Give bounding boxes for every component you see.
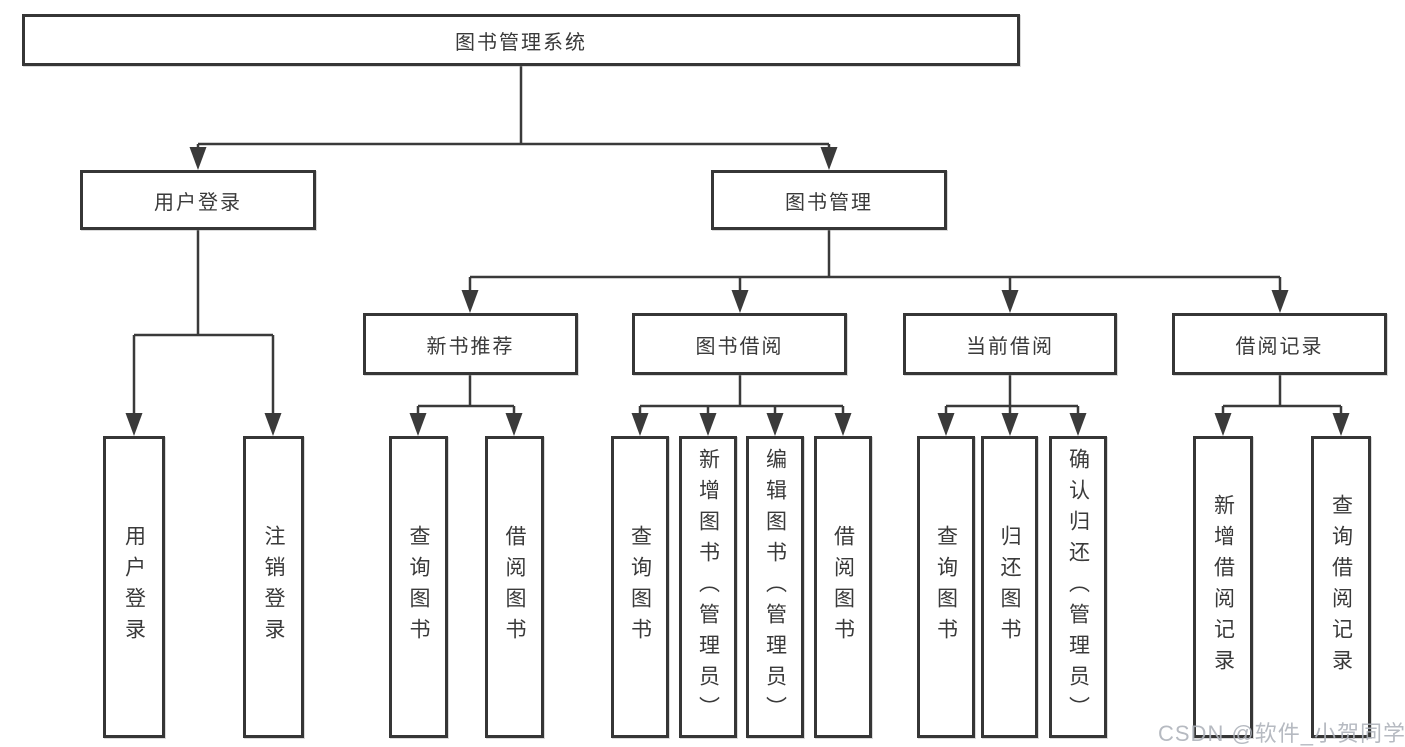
- leaf-node-label: 归还图书: [998, 525, 1021, 649]
- leaf-node-label: 编辑图书（管理员）: [763, 447, 787, 727]
- leaf-node-label: 用户登录: [122, 525, 146, 649]
- connector-root-to-branches: [196, 66, 831, 150]
- connector-records-to-leaves: [1221, 375, 1343, 414]
- section-node-label: 借阅记录: [1235, 335, 1324, 358]
- leaf-node-label: 注销登录: [262, 525, 285, 649]
- leaf-node-label: 查询图书: [407, 525, 430, 649]
- connector-bookmgmt-to-sections: [468, 230, 1282, 292]
- leaf-node-label: 查询图书: [934, 525, 958, 649]
- branch-node-user-login: 用户登录: [80, 170, 316, 230]
- leaf-node-user-login: 用户登录: [103, 436, 165, 738]
- leaf-node-query-books-current: 查询图书: [917, 436, 975, 738]
- leaf-node-query-books-borrow: 查询图书: [611, 436, 669, 738]
- branch-node-book-management: 图书管理: [711, 170, 947, 230]
- leaf-node-edit-book-admin: 编辑图书（管理员）: [746, 436, 804, 738]
- leaf-node-label: 新增图书（管理员）: [696, 447, 720, 727]
- leaf-node-confirm-return-admin: 确认归还（管理员）: [1049, 436, 1107, 738]
- section-node-borrow-records: 借阅记录: [1172, 313, 1387, 375]
- leaf-node-label: 确认归还（管理员）: [1066, 447, 1090, 727]
- root-node-system-title: 图书管理系统: [22, 14, 1020, 66]
- connector-currentborrow-to-leaves: [944, 375, 1080, 414]
- leaf-node-label: 新增借阅记录: [1211, 494, 1235, 680]
- leaf-node-add-borrow-record: 新增借阅记录: [1193, 436, 1253, 738]
- branch-node-label: 图书管理: [785, 191, 873, 214]
- leaf-node-return-book: 归还图书: [981, 436, 1038, 738]
- leaf-node-add-book-admin: 新增图书（管理员）: [679, 436, 737, 738]
- leaf-node-logout: 注销登录: [243, 436, 304, 738]
- section-node-current-borrow: 当前借阅: [903, 313, 1117, 375]
- section-node-label: 图书借阅: [695, 335, 784, 358]
- connector-newbook-to-leaves: [416, 375, 516, 414]
- arrowheads: [125, 147, 1350, 436]
- section-node-label: 当前借阅: [966, 335, 1054, 358]
- leaf-node-label: 借阅图书: [503, 525, 526, 649]
- connector-bookborrow-to-leaves: [638, 375, 845, 414]
- branch-node-label: 用户登录: [154, 191, 242, 214]
- leaf-node-label: 借阅图书: [831, 525, 855, 649]
- leaf-node-label: 查询图书: [628, 525, 652, 649]
- section-node-label: 新书推荐: [426, 335, 515, 358]
- section-node-book-borrow: 图书借阅: [632, 313, 847, 375]
- leaf-node-label: 查询借阅记录: [1329, 494, 1353, 680]
- leaf-node-borrow-books: 借阅图书: [814, 436, 872, 738]
- connector-userlogin-to-leaves: [132, 230, 275, 414]
- section-node-new-book-recommend: 新书推荐: [363, 313, 578, 375]
- leaf-node-query-borrow-record: 查询借阅记录: [1311, 436, 1371, 738]
- root-node-label: 图书管理系统: [455, 31, 587, 54]
- leaf-node-borrow-books-recommend: 借阅图书: [485, 436, 544, 738]
- leaf-node-query-books-recommend: 查询图书: [389, 436, 448, 738]
